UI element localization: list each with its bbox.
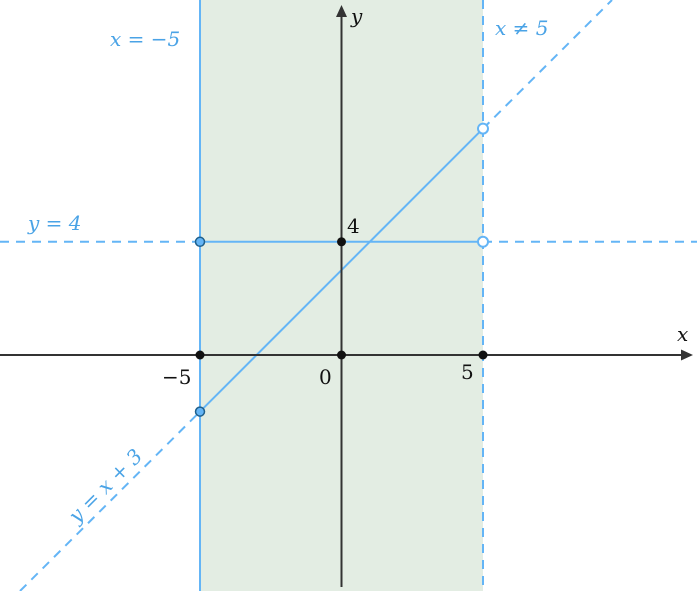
y-axis-arrow (336, 5, 347, 17)
point-5-0 (478, 350, 488, 360)
point-neg5-0 (195, 350, 205, 360)
diagonal-dashed-lower (19, 410, 201, 591)
point-neg5-4 (194, 236, 206, 248)
diagonal-line-label: y = x + 3 (63, 444, 147, 528)
tick-label-neg5: −5 (162, 365, 191, 389)
right-boundary-label: x ≠ 5 (495, 16, 548, 40)
tick-label-4: 4 (347, 214, 360, 238)
point-origin (337, 350, 346, 360)
point-neg5-neg2 (194, 406, 206, 417)
y-axis-label: y (350, 4, 363, 28)
point-5-8 (477, 122, 489, 135)
left-boundary-label: x = −5 (110, 27, 180, 51)
point-5-4 (477, 235, 489, 248)
point-0-4 (337, 237, 346, 247)
tick-label-5: 5 (461, 360, 474, 384)
x-axis-arrow (681, 349, 693, 361)
diagonal-dashed-upper (482, 0, 613, 130)
horizontal-line-label: y = 4 (27, 211, 82, 235)
tick-label-origin: 0 (319, 365, 332, 389)
x-axis-label: x (677, 322, 688, 346)
